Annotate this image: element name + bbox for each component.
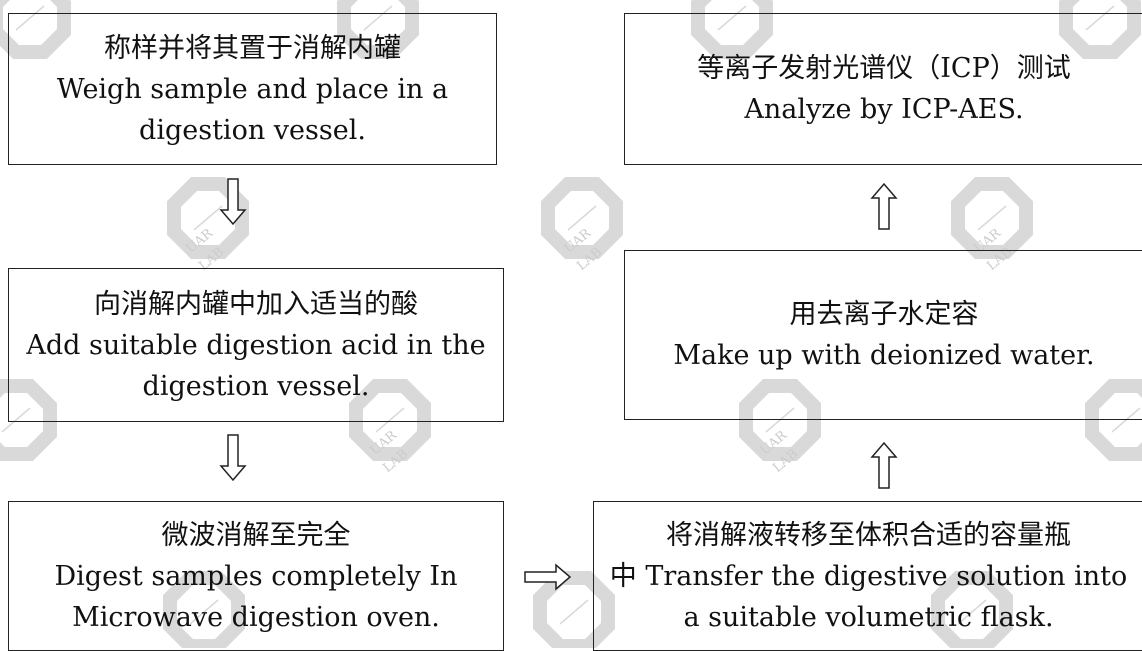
step-transfer-solution-en: 中 Transfer the digestive solution into xyxy=(609,560,1128,592)
step-add-acid-en: Add suitable digestion acid in the xyxy=(26,329,486,361)
step-microwave-digest-en2: Microwave digestion oven. xyxy=(72,601,440,633)
step-transfer-solution: 将消解液转移至体积合适的容量瓶 中 Transfer the digestive… xyxy=(593,501,1142,651)
step-icp-analysis-zh: 等离子发射光谱仪（ICP）测试 xyxy=(697,53,1071,84)
step-icp-analysis-en: Analyze by ICP-AES. xyxy=(744,94,1024,125)
step-weigh-sample-en2: digestion vessel. xyxy=(139,114,366,146)
right-arrow-icon xyxy=(524,563,572,591)
step-add-acid-en2: digestion vessel. xyxy=(142,370,370,402)
step-add-acid-zh: 向消解内罐中加入适当的酸 xyxy=(94,288,418,320)
step-make-up-volume-zh: 用去离子水定容 xyxy=(789,299,979,330)
step-make-up-volume: 用去离子水定容 Make up with deionized water. xyxy=(624,250,1142,420)
step-transfer-solution-zh: 将消解液转移至体积合适的容量瓶 xyxy=(666,519,1071,551)
step-transfer-solution-en2: a suitable volumetric flask. xyxy=(683,601,1054,633)
step-microwave-digest-zh: 微波消解至完全 xyxy=(161,519,351,551)
step-add-acid: 向消解内罐中加入适当的酸 Add suitable digestion acid… xyxy=(8,268,504,422)
step-microwave-digest-en: Digest samples completely In xyxy=(54,560,458,592)
up-arrow-icon xyxy=(870,182,898,230)
step-weigh-sample: 称样并将其置于消解内罐 Weigh sample and place in a … xyxy=(8,13,497,165)
step-weigh-sample-zh: 称样并将其置于消解内罐 xyxy=(104,32,401,64)
down-arrow-icon xyxy=(219,434,247,482)
down-arrow-icon xyxy=(219,178,247,226)
up-arrow-icon xyxy=(870,441,898,489)
step-weigh-sample-en: Weigh sample and place in a xyxy=(56,73,449,105)
step-icp-analysis: 等离子发射光谱仪（ICP）测试 Analyze by ICP-AES. xyxy=(624,13,1142,165)
step-microwave-digest: 微波消解至完全 Digest samples completely In Mic… xyxy=(8,501,504,651)
step-make-up-volume-en: Make up with deionized water. xyxy=(673,340,1095,371)
